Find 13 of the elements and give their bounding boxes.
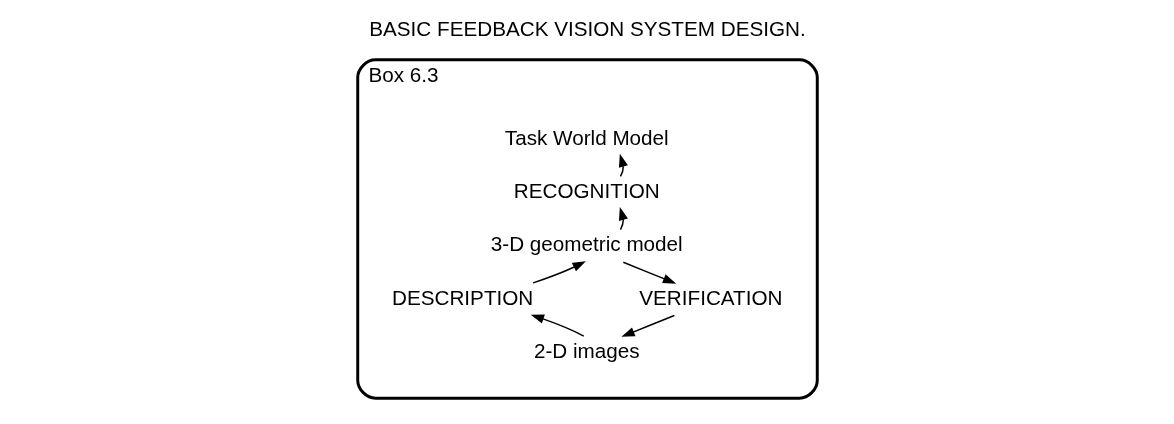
node-text: RECOGNITION	[513, 179, 660, 203]
node-text: 3-D geometric model	[490, 232, 683, 256]
node-text: Task World Model	[504, 126, 669, 150]
node-text: VERIFICATION	[638, 285, 782, 309]
arrow	[622, 261, 676, 284]
arrow	[620, 314, 675, 337]
node-text: 2-D images	[533, 338, 640, 362]
arrow	[531, 261, 586, 284]
diagram-title: BASIC FEEDBACK VISION SYSTEM DESIGN.	[368, 17, 806, 41]
node-text: DESCRIPTION	[391, 285, 533, 309]
arrow	[530, 314, 584, 337]
arrow	[618, 153, 628, 178]
arrow	[618, 206, 628, 231]
